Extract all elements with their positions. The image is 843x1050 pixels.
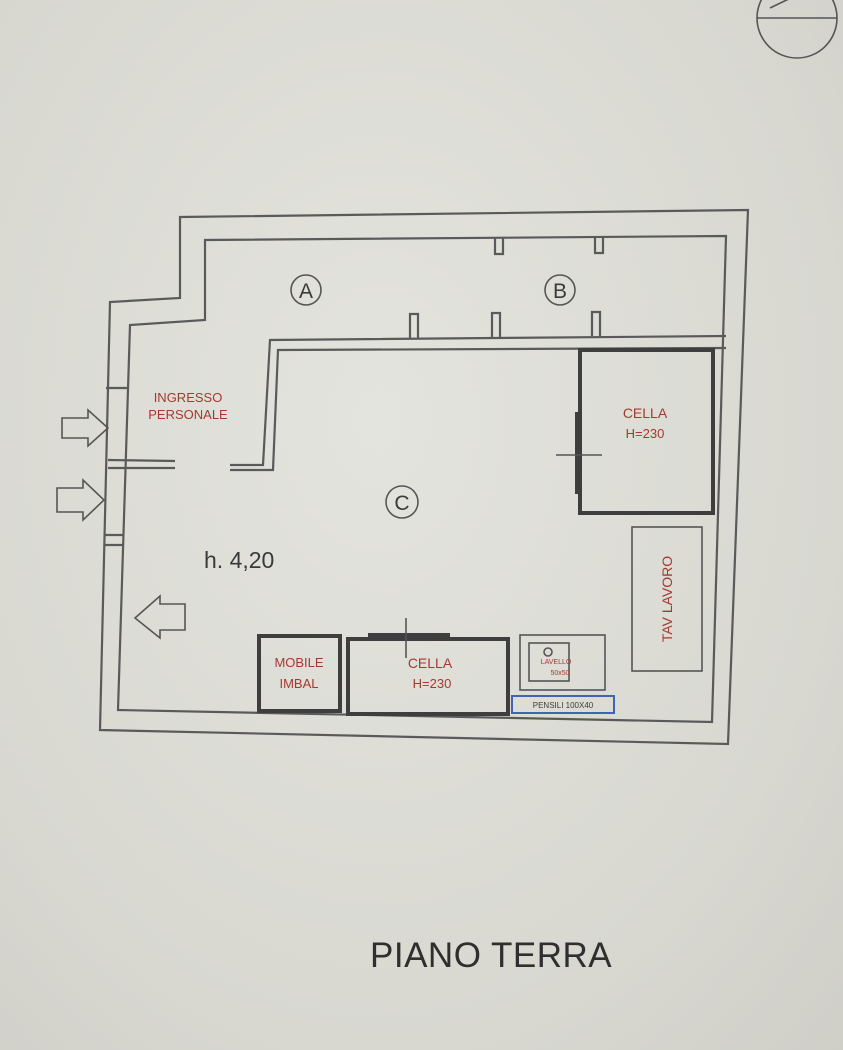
sink-label-line2: 50x50 [550,670,569,677]
outer-wall [98,208,750,746]
cold-room-right-line1: CELLA [623,405,668,421]
entrance-openings [104,386,128,547]
packing-cabinet: MOBILE IMBAL [257,634,342,713]
room-a-label: A [299,280,313,303]
compass-icon [756,0,838,59]
arrow-right-icon [61,408,110,448]
room-marker-c: C [385,485,419,519]
work-table: TAV LAVORO [631,526,703,672]
plan-title: PIANO TERRA [370,936,613,975]
pilasters [408,237,605,338]
packing-cabinet-line2: IMBAL [279,676,318,691]
room-b-label: B [553,280,567,303]
wall-cabinets-label: PENSILI 100X40 [533,701,594,710]
packing-cabinet-line1: MOBILE [274,655,323,670]
entrance-label-line2: PERSONALE [148,407,228,422]
cold-room-bottom-line2: H=230 [413,676,452,691]
wall-cabinets: PENSILI 100X40 [511,695,615,714]
entrance-label-line1: INGRESSO [154,390,223,405]
sink: LAVELLO 50x50 [519,634,606,691]
cold-room-right: CELLA H=230 [556,348,715,515]
partition-stub [107,458,176,470]
work-table-label: TAV LAVORO [659,556,675,642]
inner-wall [116,234,728,724]
cold-room-bottom-line1: CELLA [408,655,453,671]
sink-label-line1: LAVELLO [541,659,572,666]
room-c-label: C [394,492,409,515]
cold-room-bottom: CELLA H=230 [346,618,510,716]
arrow-left-icon [133,594,186,640]
partition-wall [230,334,727,472]
room-marker-b: B [544,274,576,306]
ceiling-height-label: h. 4,20 [204,547,274,573]
room-marker-a: A [290,274,322,306]
cold-room-right-line2: H=230 [626,426,665,441]
arrow-right-icon-2 [56,478,106,522]
